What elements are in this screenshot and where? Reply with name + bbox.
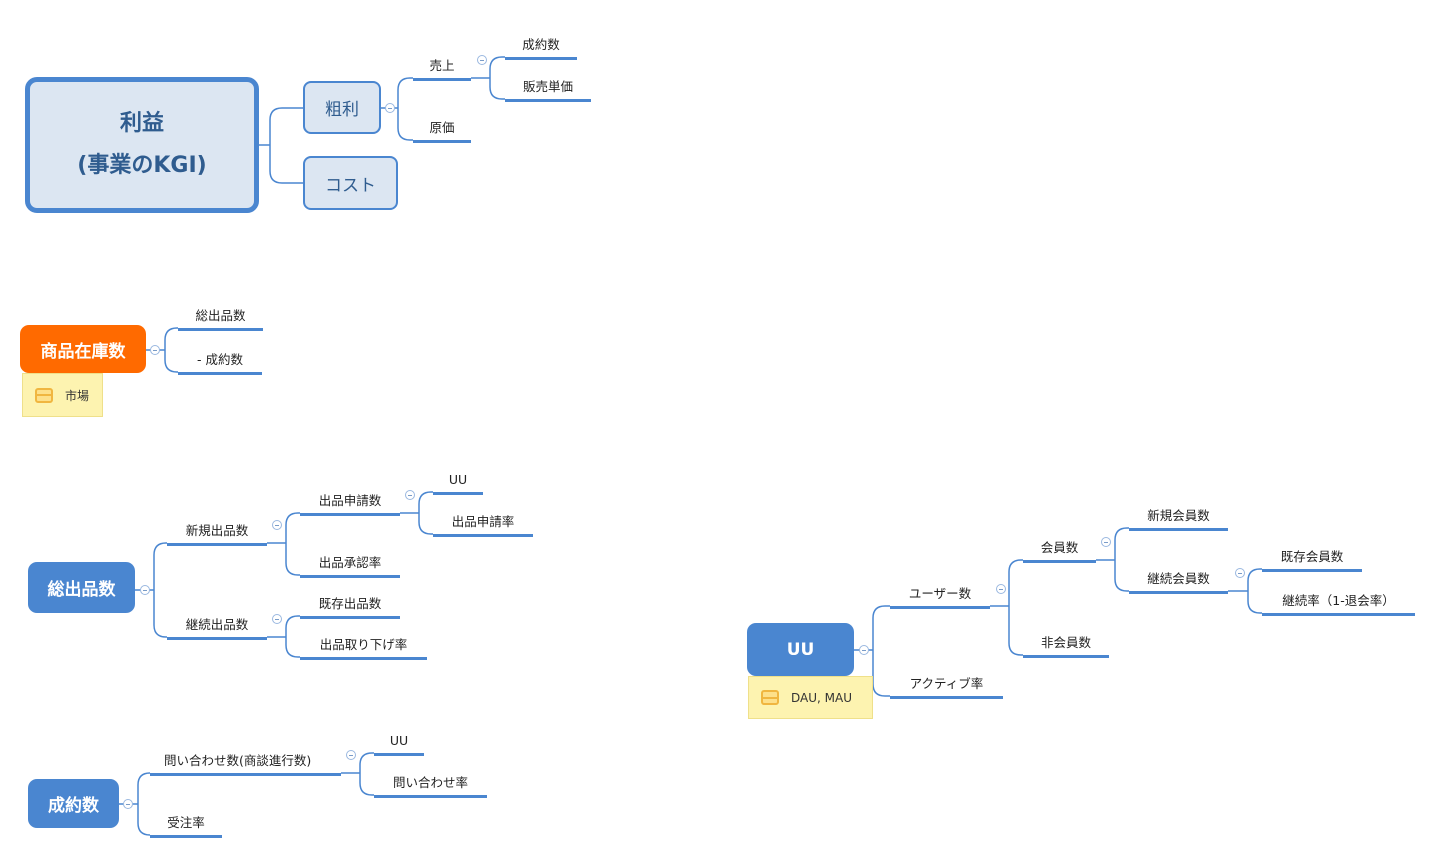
- node-inquiries[interactable]: 問い合わせ数(商談進行数): [150, 752, 341, 776]
- connector: [471, 56, 505, 100]
- root-node-deals[interactable]: 成約数: [28, 779, 119, 828]
- note-market[interactable]: 市場: [22, 373, 103, 417]
- node-continuing-members[interactable]: 継続会員数: [1129, 570, 1228, 594]
- root-node-inventory[interactable]: 商品在庫数: [20, 325, 146, 373]
- node-cost[interactable]: コスト: [303, 156, 398, 210]
- note-icon: [35, 387, 53, 403]
- collapse-toggle[interactable]: [477, 55, 487, 65]
- connector: [1228, 568, 1262, 614]
- collapse-toggle[interactable]: [272, 520, 282, 530]
- collapse-toggle[interactable]: [859, 645, 869, 655]
- node-existing-listings[interactable]: 既存出品数: [300, 595, 400, 619]
- note-icon: [761, 690, 779, 705]
- node-retention-rate[interactable]: 継続率（1-退会率）: [1262, 592, 1415, 616]
- node-uu[interactable]: UU: [374, 732, 424, 756]
- node-continuing-listings[interactable]: 継続出品数: [167, 616, 267, 640]
- node-cost-of-goods[interactable]: 原価: [413, 119, 471, 143]
- connector: [400, 491, 433, 535]
- note-text: 市場: [65, 388, 90, 403]
- node-new-listings[interactable]: 新規出品数: [167, 522, 267, 546]
- collapse-toggle[interactable]: [272, 614, 282, 624]
- connector: [341, 752, 374, 796]
- root-subtitle: (事業のKGI): [77, 153, 207, 178]
- connector: [259, 107, 303, 184]
- node-gross-profit[interactable]: 粗利: [303, 81, 381, 134]
- node-existing-members[interactable]: 既存会員数: [1262, 548, 1362, 572]
- node-listing-withdrawal-rate[interactable]: 出品取り下げ率: [300, 636, 427, 660]
- node-total-listings[interactable]: 総出品数: [178, 307, 263, 331]
- node-inquiry-rate[interactable]: 問い合わせ率: [374, 774, 487, 798]
- node-listing-applications[interactable]: 出品申請数: [300, 492, 400, 516]
- collapse-toggle[interactable]: [346, 750, 356, 760]
- node-members[interactable]: 会員数: [1023, 539, 1096, 563]
- collapse-toggle[interactable]: [385, 103, 395, 113]
- collapse-toggle[interactable]: [150, 345, 160, 355]
- collapse-toggle[interactable]: [405, 490, 415, 500]
- root-node-profit[interactable]: 利益 (事業のKGI): [25, 77, 259, 213]
- note-text: DAU, MAU: [791, 690, 852, 705]
- node-unit-price[interactable]: 販売単価: [505, 78, 591, 102]
- node-minus-deals[interactable]: - 成約数: [178, 351, 262, 375]
- collapse-toggle[interactable]: [1235, 568, 1245, 578]
- node-sales[interactable]: 売上: [413, 57, 471, 81]
- root-title: 利益: [119, 111, 164, 136]
- connector: [990, 559, 1023, 656]
- node-deals[interactable]: 成約数: [505, 36, 577, 60]
- node-new-members[interactable]: 新規会員数: [1129, 507, 1228, 531]
- node-uu[interactable]: UU: [433, 471, 483, 495]
- collapse-toggle[interactable]: [123, 799, 133, 809]
- connector: [267, 512, 300, 576]
- collapse-toggle[interactable]: [140, 585, 150, 595]
- node-active-rate[interactable]: アクティブ率: [890, 675, 1003, 699]
- node-order-rate[interactable]: 受注率: [150, 814, 222, 838]
- connector: [1096, 527, 1129, 592]
- node-listing-approval-rate[interactable]: 出品承認率: [300, 554, 400, 578]
- node-users[interactable]: ユーザー数: [890, 585, 990, 609]
- root-node-total-listings[interactable]: 総出品数: [28, 562, 135, 613]
- root-node-uu[interactable]: UU: [747, 623, 854, 676]
- connector: [267, 615, 300, 658]
- collapse-toggle[interactable]: [996, 584, 1006, 594]
- node-non-members[interactable]: 非会員数: [1023, 634, 1109, 658]
- note-dau-mau[interactable]: DAU, MAU: [748, 676, 873, 719]
- collapse-toggle[interactable]: [1101, 537, 1111, 547]
- node-listing-application-rate[interactable]: 出品申請率: [433, 513, 533, 537]
